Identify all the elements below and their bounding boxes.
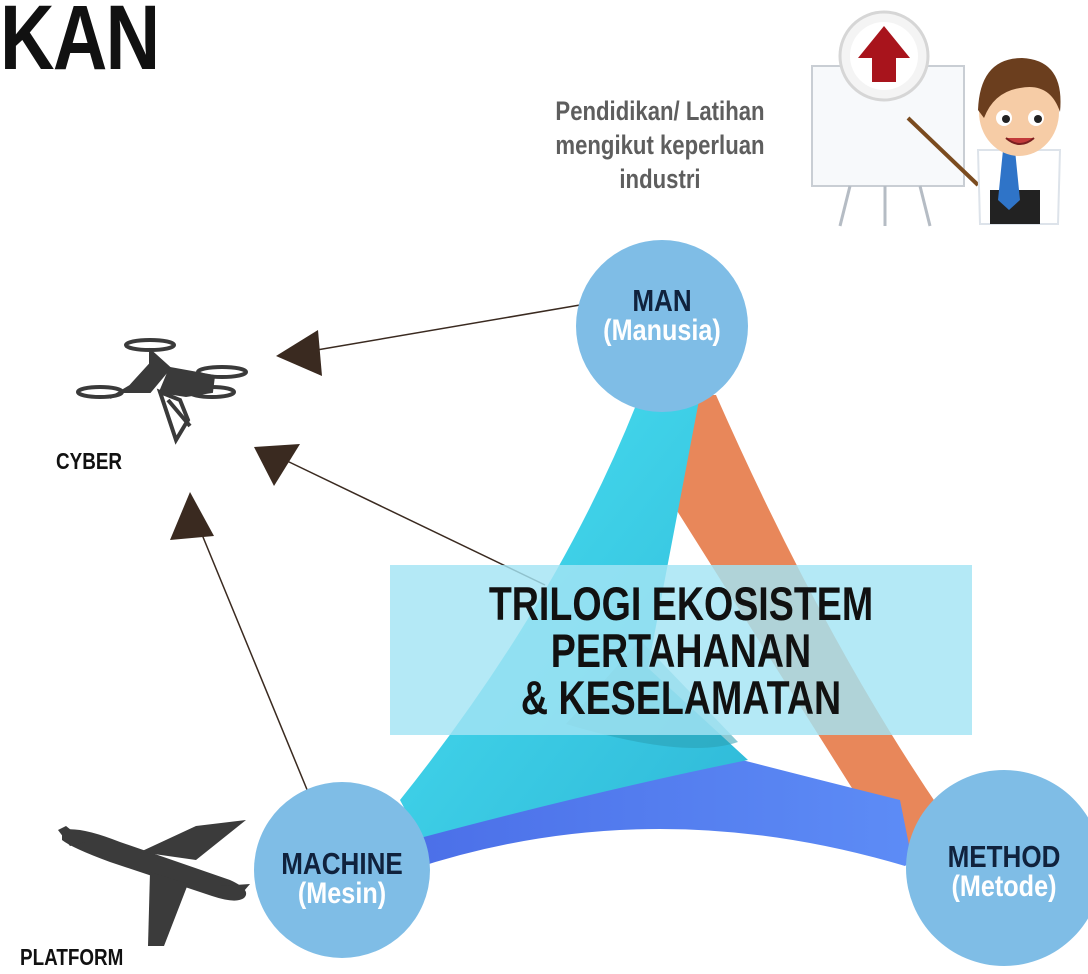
up-arrow-icon — [838, 10, 930, 102]
man-node-title: MAN — [632, 283, 692, 318]
drone-icon — [76, 338, 248, 445]
method-node-subtitle: (Metode) — [951, 870, 1057, 903]
machine-node-circle — [254, 782, 430, 958]
machine-node-title: MACHINE — [281, 846, 403, 881]
caption-line: mengikut keperluan — [555, 130, 765, 160]
man-node-subtitle: (Manusia) — [603, 314, 721, 347]
page-heading: KAN — [0, 0, 160, 89]
center-title-line: TRILOGI EKOSISTEM — [488, 577, 874, 630]
caption-line: Pendidikan/ Latihan — [555, 96, 765, 126]
caption-line: industri — [619, 164, 701, 194]
method-node-label: METHOD (Metode) — [903, 839, 1088, 903]
arrow-man-to-cyber — [276, 304, 581, 376]
method-node-title: METHOD — [947, 839, 1061, 874]
platform-label: PLATFORM — [20, 944, 124, 970]
method-node-circle — [906, 770, 1088, 966]
cyber-label: CYBER — [56, 448, 123, 474]
man-node-label: MAN (Manusia) — [561, 283, 763, 347]
man-node-circle — [576, 240, 748, 412]
airplane-icon — [58, 820, 250, 946]
center-title-line: & KESELAMATAN — [520, 671, 842, 724]
center-title: TRILOGI EKOSISTEM PERTAHANAN & KESELAMAT… — [448, 580, 914, 721]
arrow-center-to-cyber — [254, 444, 546, 586]
arrow-machine-to-cyber — [170, 492, 309, 793]
industry-training-caption: Pendidikan/ Latihan mengikut keperluan i… — [545, 94, 775, 196]
machine-node-subtitle: (Mesin) — [297, 877, 387, 910]
center-title-line: PERTAHANAN — [550, 624, 812, 677]
machine-node-label: MACHINE (Mesin) — [241, 846, 443, 910]
center-title-box — [390, 565, 972, 735]
